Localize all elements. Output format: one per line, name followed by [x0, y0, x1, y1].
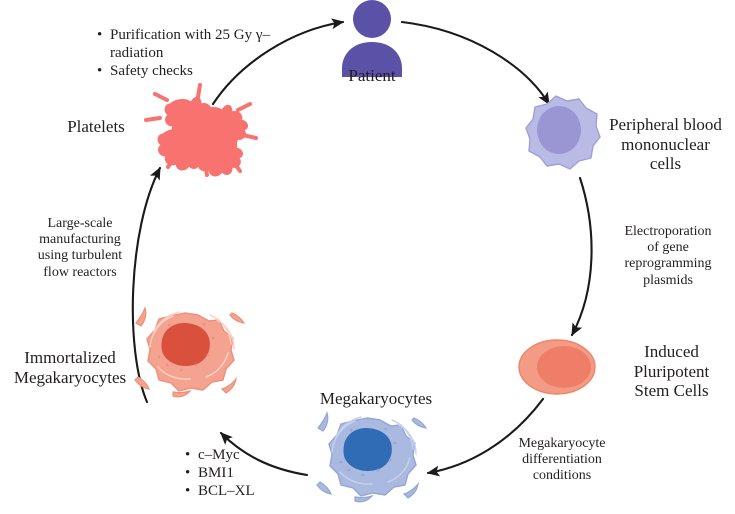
node-label-immortalized-megakaryocytes: Immortalized Megakaryocytes	[13, 348, 127, 387]
list-item: Safety checks	[97, 62, 284, 80]
step-label-differentiation: Megakaryocyte differentiation conditions	[518, 436, 606, 484]
immortalized-megakaryocyte-icon	[134, 306, 246, 398]
pbmc-icon	[525, 95, 601, 170]
node-label-platelets: Platelets	[67, 117, 125, 136]
arrow-pbmc-to-ipsc	[570, 176, 593, 337]
list-item: BCL–XL	[185, 482, 342, 500]
ipsc-icon	[518, 339, 596, 395]
bullet-list-genes: c–Myc BMI1 BCL–XL	[182, 446, 342, 500]
list-item: c–Myc	[185, 446, 342, 464]
node-label-patient: Patient	[348, 66, 396, 85]
list-item: BMI1	[185, 464, 342, 482]
platelets-icon	[144, 83, 258, 177]
arrow-ipsc-to-megakaryocytes	[426, 397, 545, 477]
step-label-electroporation: Electroporation of gene reprogramming pl…	[624, 224, 712, 288]
arrow-patient-to-pbmc	[400, 20, 551, 106]
node-label-megakaryocytes: Megakaryocytes	[319, 389, 433, 408]
list-item: Purification with 25 Gy γ–radiation	[97, 26, 284, 62]
patient-icon	[342, 0, 402, 77]
node-label-pbmc: Peripheral blood mononuclear cells	[609, 115, 722, 174]
bullet-list-purification: Purification with 25 Gy γ–radiation Safe…	[94, 26, 284, 80]
node-label-ipsc: Induced Pluripotent Stem Cells	[633, 342, 710, 401]
step-label-manufacturing: Large-scale manufacturing using turbulen…	[37, 216, 123, 280]
